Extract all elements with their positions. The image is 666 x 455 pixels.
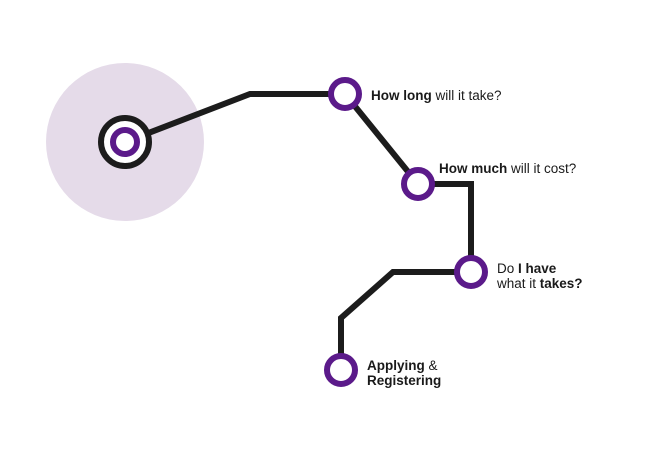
stop-marker-cost <box>401 167 435 201</box>
stop-label-fit-line1-bold: I have <box>518 261 557 276</box>
stop-label-apply-line2-bold: Registering <box>367 373 442 388</box>
stop-label-apply: Applying & Registering <box>367 358 441 388</box>
stop-label-apply-line1-bold: Applying <box>367 358 425 373</box>
stop-label-cost-bold: How much <box>439 161 508 176</box>
stop-label-apply-line1: Applying & <box>367 358 441 373</box>
route-line <box>123 91 474 370</box>
stop-label-apply-line2: Registering <box>367 373 441 388</box>
stop-label-fit: Do I have what it takes? <box>497 261 583 291</box>
stop-label-duration-bold: How long <box>371 88 432 103</box>
stop-label-fit-line2-bold: takes? <box>539 276 583 291</box>
stop-label-fit-line1: Do I have <box>497 261 583 276</box>
stop-marker-duration <box>328 77 362 111</box>
stop-label-fit-line2: what it takes? <box>497 276 583 291</box>
stop-label-duration: How long will it take? <box>371 88 502 103</box>
stop-label-fit-line1-pre: Do <box>497 261 519 276</box>
stop-label-apply-line1-rest: & <box>424 358 438 373</box>
start-marker-inner-ring <box>110 127 140 157</box>
stop-label-fit-line2-pre: what it <box>497 276 540 291</box>
stop-marker-apply <box>324 353 358 387</box>
stop-label-duration-rest: will it take? <box>431 88 502 103</box>
stop-label-cost: How much will it cost? <box>439 161 576 176</box>
stop-marker-fit <box>454 255 488 289</box>
stop-label-cost-rest: will it cost? <box>507 161 577 176</box>
